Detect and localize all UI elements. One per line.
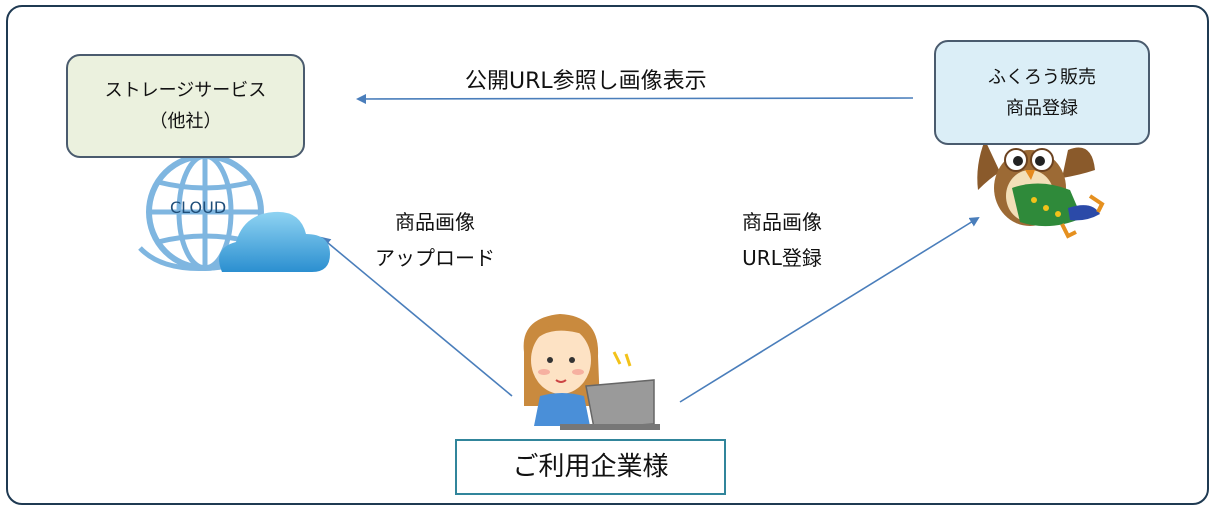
globe-cloud-icon [138,153,330,272]
client-company-node: ご利用企業様 [455,439,726,495]
fukurou-line1: ふくろう販売 [988,66,1096,88]
upload-label: 商品画像 アップロード [375,204,495,276]
fukurou-line2: 商品登録 [1006,97,1078,119]
storage-service-node: ストレージサービス （他社） [66,54,305,158]
url-register-label-line1: 商品画像 [742,210,822,234]
client-label: ご利用企業様 [512,451,669,482]
upload-label-line1: 商品画像 [395,210,475,234]
url-register-label: 商品画像 URL登録 [742,204,822,276]
upload-label-line2: アップロード [375,246,495,270]
owl-mascot-icon [977,140,1105,239]
person-laptop-icon [523,314,660,430]
fukurou-sales-node: ふくろう販売 商品登録 [934,40,1150,145]
url-register-label-line2: URL登録 [742,246,822,270]
arrow-upload [320,236,513,397]
public-url-label: 公開URL参照し画像表示 [465,69,707,94]
cloud-text: CLOUD [170,198,227,217]
arrow-url-register [679,216,980,403]
arrow-public-url [356,93,914,104]
storage-line1: ストレージサービス [104,80,267,101]
storage-line2: （他社） [149,111,222,132]
